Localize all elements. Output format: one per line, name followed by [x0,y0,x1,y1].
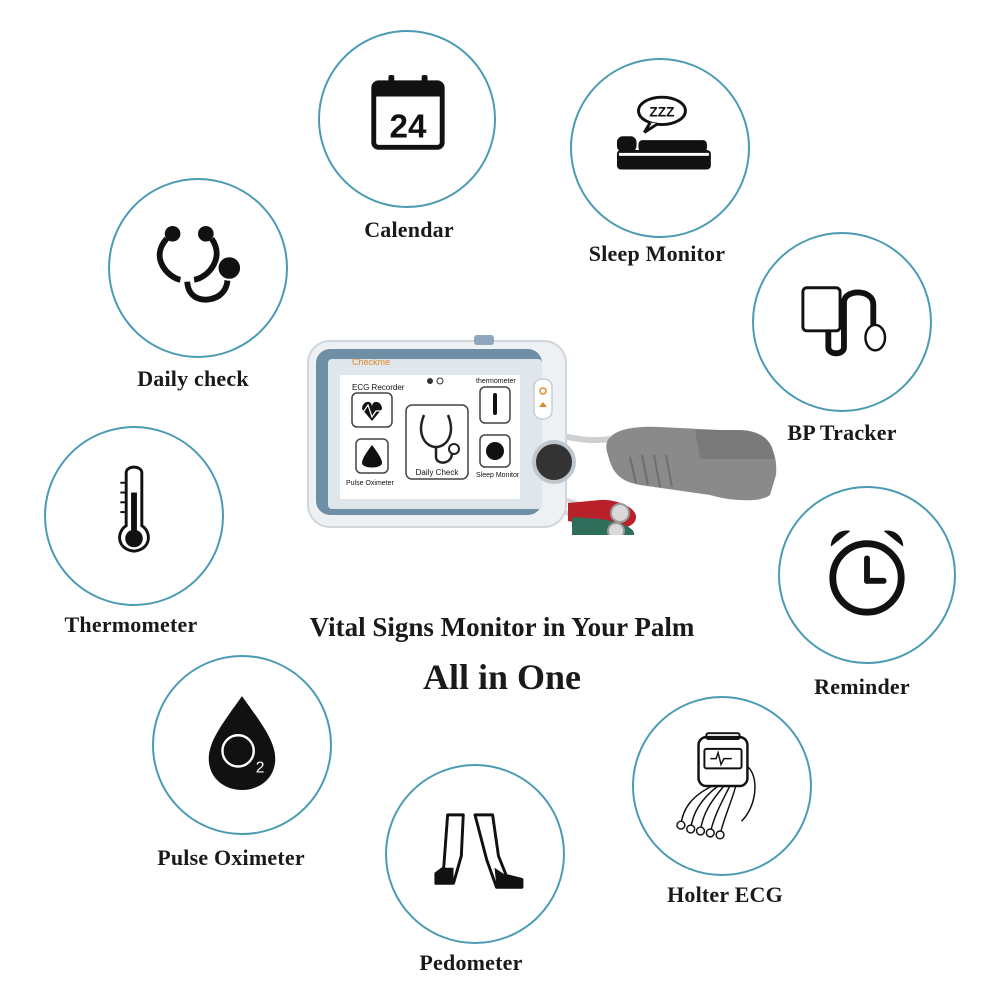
finger-sensor-icon [606,426,777,501]
sleep-monitor-circle: ZZZ [570,58,750,238]
thermometer-icon [118,465,150,553]
daily-check-label: Daily check [137,366,249,391]
reminder-label: Reminder [814,674,910,699]
pedometer-circle [385,764,565,944]
holter-ecg-circle [632,696,812,876]
bp-tracker-circle [752,232,932,412]
svg-text:24: 24 [390,109,427,146]
tagline: Vital Signs Monitor in Your Palm [309,612,695,642]
device-illustration: Checkme ECG Recorder thermometer Daily C… [307,335,777,540]
blood-pressure-cuff-icon [801,286,887,357]
alarm-clock-icon [829,530,905,616]
device-power-button [533,378,553,420]
oxygen-drop-icon: 2 [208,696,276,790]
svg-text:Daily Check: Daily Check [416,468,460,477]
thermometer-circle [44,426,224,606]
pulse-oximeter-circle: 2 [152,655,332,835]
checkme-device: Checkme ECG Recorder thermometer Daily C… [300,335,800,540]
calendar-icon: 24 [371,75,445,150]
thermometer-label: Thermometer [64,612,198,637]
calendar-label: Calendar [364,217,454,242]
holter-monitor-icon [676,732,756,840]
svg-text:Checkme: Checkme [352,357,390,367]
headline: All in One [422,657,582,697]
stethoscope-icon [156,225,242,303]
pedometer-label: Pedometer [419,950,523,975]
bp-tracker-label: BP Tracker [787,420,897,445]
pulse-oximeter-label: Pulse Oximeter [157,845,305,870]
svg-text:Sleep Monitor: Sleep Monitor [476,472,520,479]
svg-text:2: 2 [256,759,265,776]
holter-ecg-label: Holter ECG [667,882,783,907]
daily-check-circle [108,178,288,358]
svg-text:thermometer: thermometer [476,378,516,385]
calendar-circle: 24 [318,30,496,208]
reminder-circle [778,486,956,664]
device-electrode [532,440,576,484]
sleep-monitor-label: Sleep Monitor [588,241,726,266]
svg-text:VIATOM: VIATOM [418,488,454,497]
svg-text:ECG Recorder: ECG Recorder [352,383,405,392]
sleep-icon: ZZZ [616,95,711,170]
svg-text:ZZZ: ZZZ [649,105,674,120]
svg-text:Pulse Oximeter: Pulse Oximeter [346,480,395,487]
legs-icon [434,813,524,889]
